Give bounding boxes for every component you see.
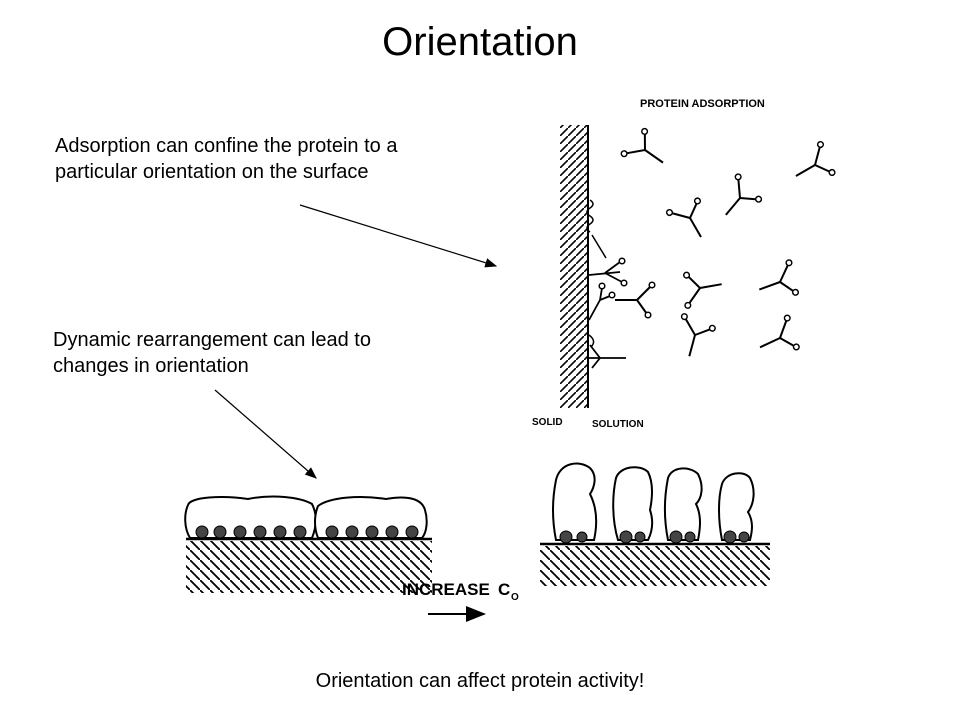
free-protein <box>671 312 718 362</box>
footer-note: Orientation can affect protein activity! <box>315 670 645 692</box>
solid-wall-hatched <box>560 125 588 408</box>
end-on-orientation-figure <box>540 462 770 586</box>
label-concentration: C <box>498 580 510 599</box>
caption-adsorption: Adsorption can confine the protein to a … <box>55 135 398 183</box>
label-solid: SOLID <box>532 417 563 428</box>
pointer-arrow-dynamic <box>214 389 317 479</box>
caption-dynamic-rearrangement: Dynamic rearrangement can lead to change… <box>53 329 371 377</box>
label-increase: INCREASE <box>402 580 490 599</box>
free-protein <box>786 139 841 193</box>
protein-adsorption-figure: PROTEIN ADSORPTION SOLID SOLUTION <box>532 98 841 430</box>
free-protein <box>711 171 767 228</box>
adsorbed-protein <box>586 199 628 369</box>
free-protein <box>619 124 675 179</box>
free-protein <box>751 313 805 365</box>
free-protein <box>678 265 726 310</box>
slide-title: Orientation <box>382 20 578 64</box>
substrate-hatched <box>186 541 432 593</box>
figure-heading: PROTEIN ADSORPTION <box>640 98 765 110</box>
side-on-orientation-figure <box>184 495 432 593</box>
free-protein <box>614 281 656 319</box>
substrate-hatched <box>540 546 770 586</box>
label-concentration-subscript: O <box>511 592 519 603</box>
free-protein <box>664 192 718 247</box>
free-protein <box>752 258 804 308</box>
label-solution: SOLUTION <box>592 419 644 430</box>
pointer-arrow-adsorption <box>299 204 498 268</box>
